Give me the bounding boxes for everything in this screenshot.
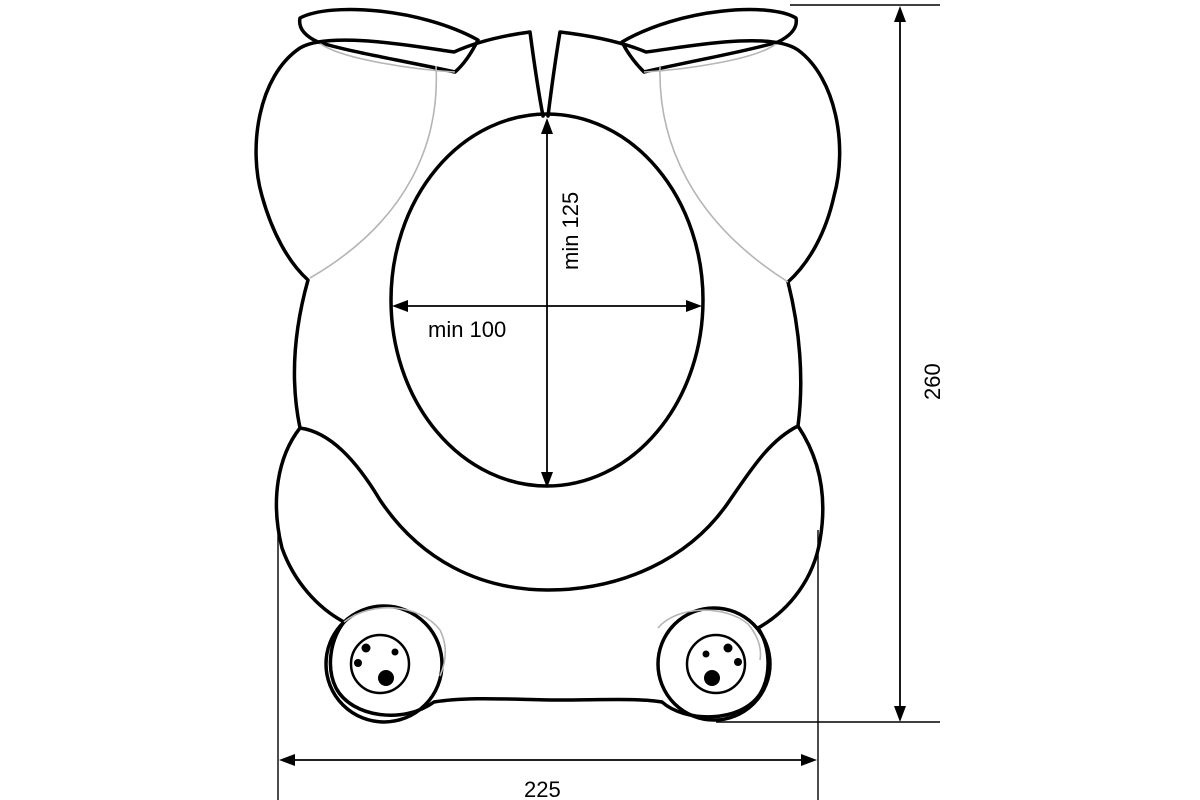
shoulder-lines: [309, 65, 789, 283]
total-width-label: 225: [524, 777, 561, 800]
left-foot: [324, 604, 447, 724]
right-foot: [656, 606, 772, 722]
hip-lines: [298, 424, 800, 592]
inner-height-dimension: min 125: [541, 118, 583, 488]
inner-height-label: min 125: [558, 192, 583, 270]
total-height-dimension: 260: [716, 4, 945, 723]
seat-body: [254, 30, 842, 719]
total-width-dimension: 225: [277, 530, 819, 800]
inner-width-dimension: min 100: [392, 300, 702, 342]
left-ear: [297, 7, 480, 74]
total-height-label: 260: [920, 363, 945, 400]
inner-width-label: min 100: [428, 317, 506, 342]
